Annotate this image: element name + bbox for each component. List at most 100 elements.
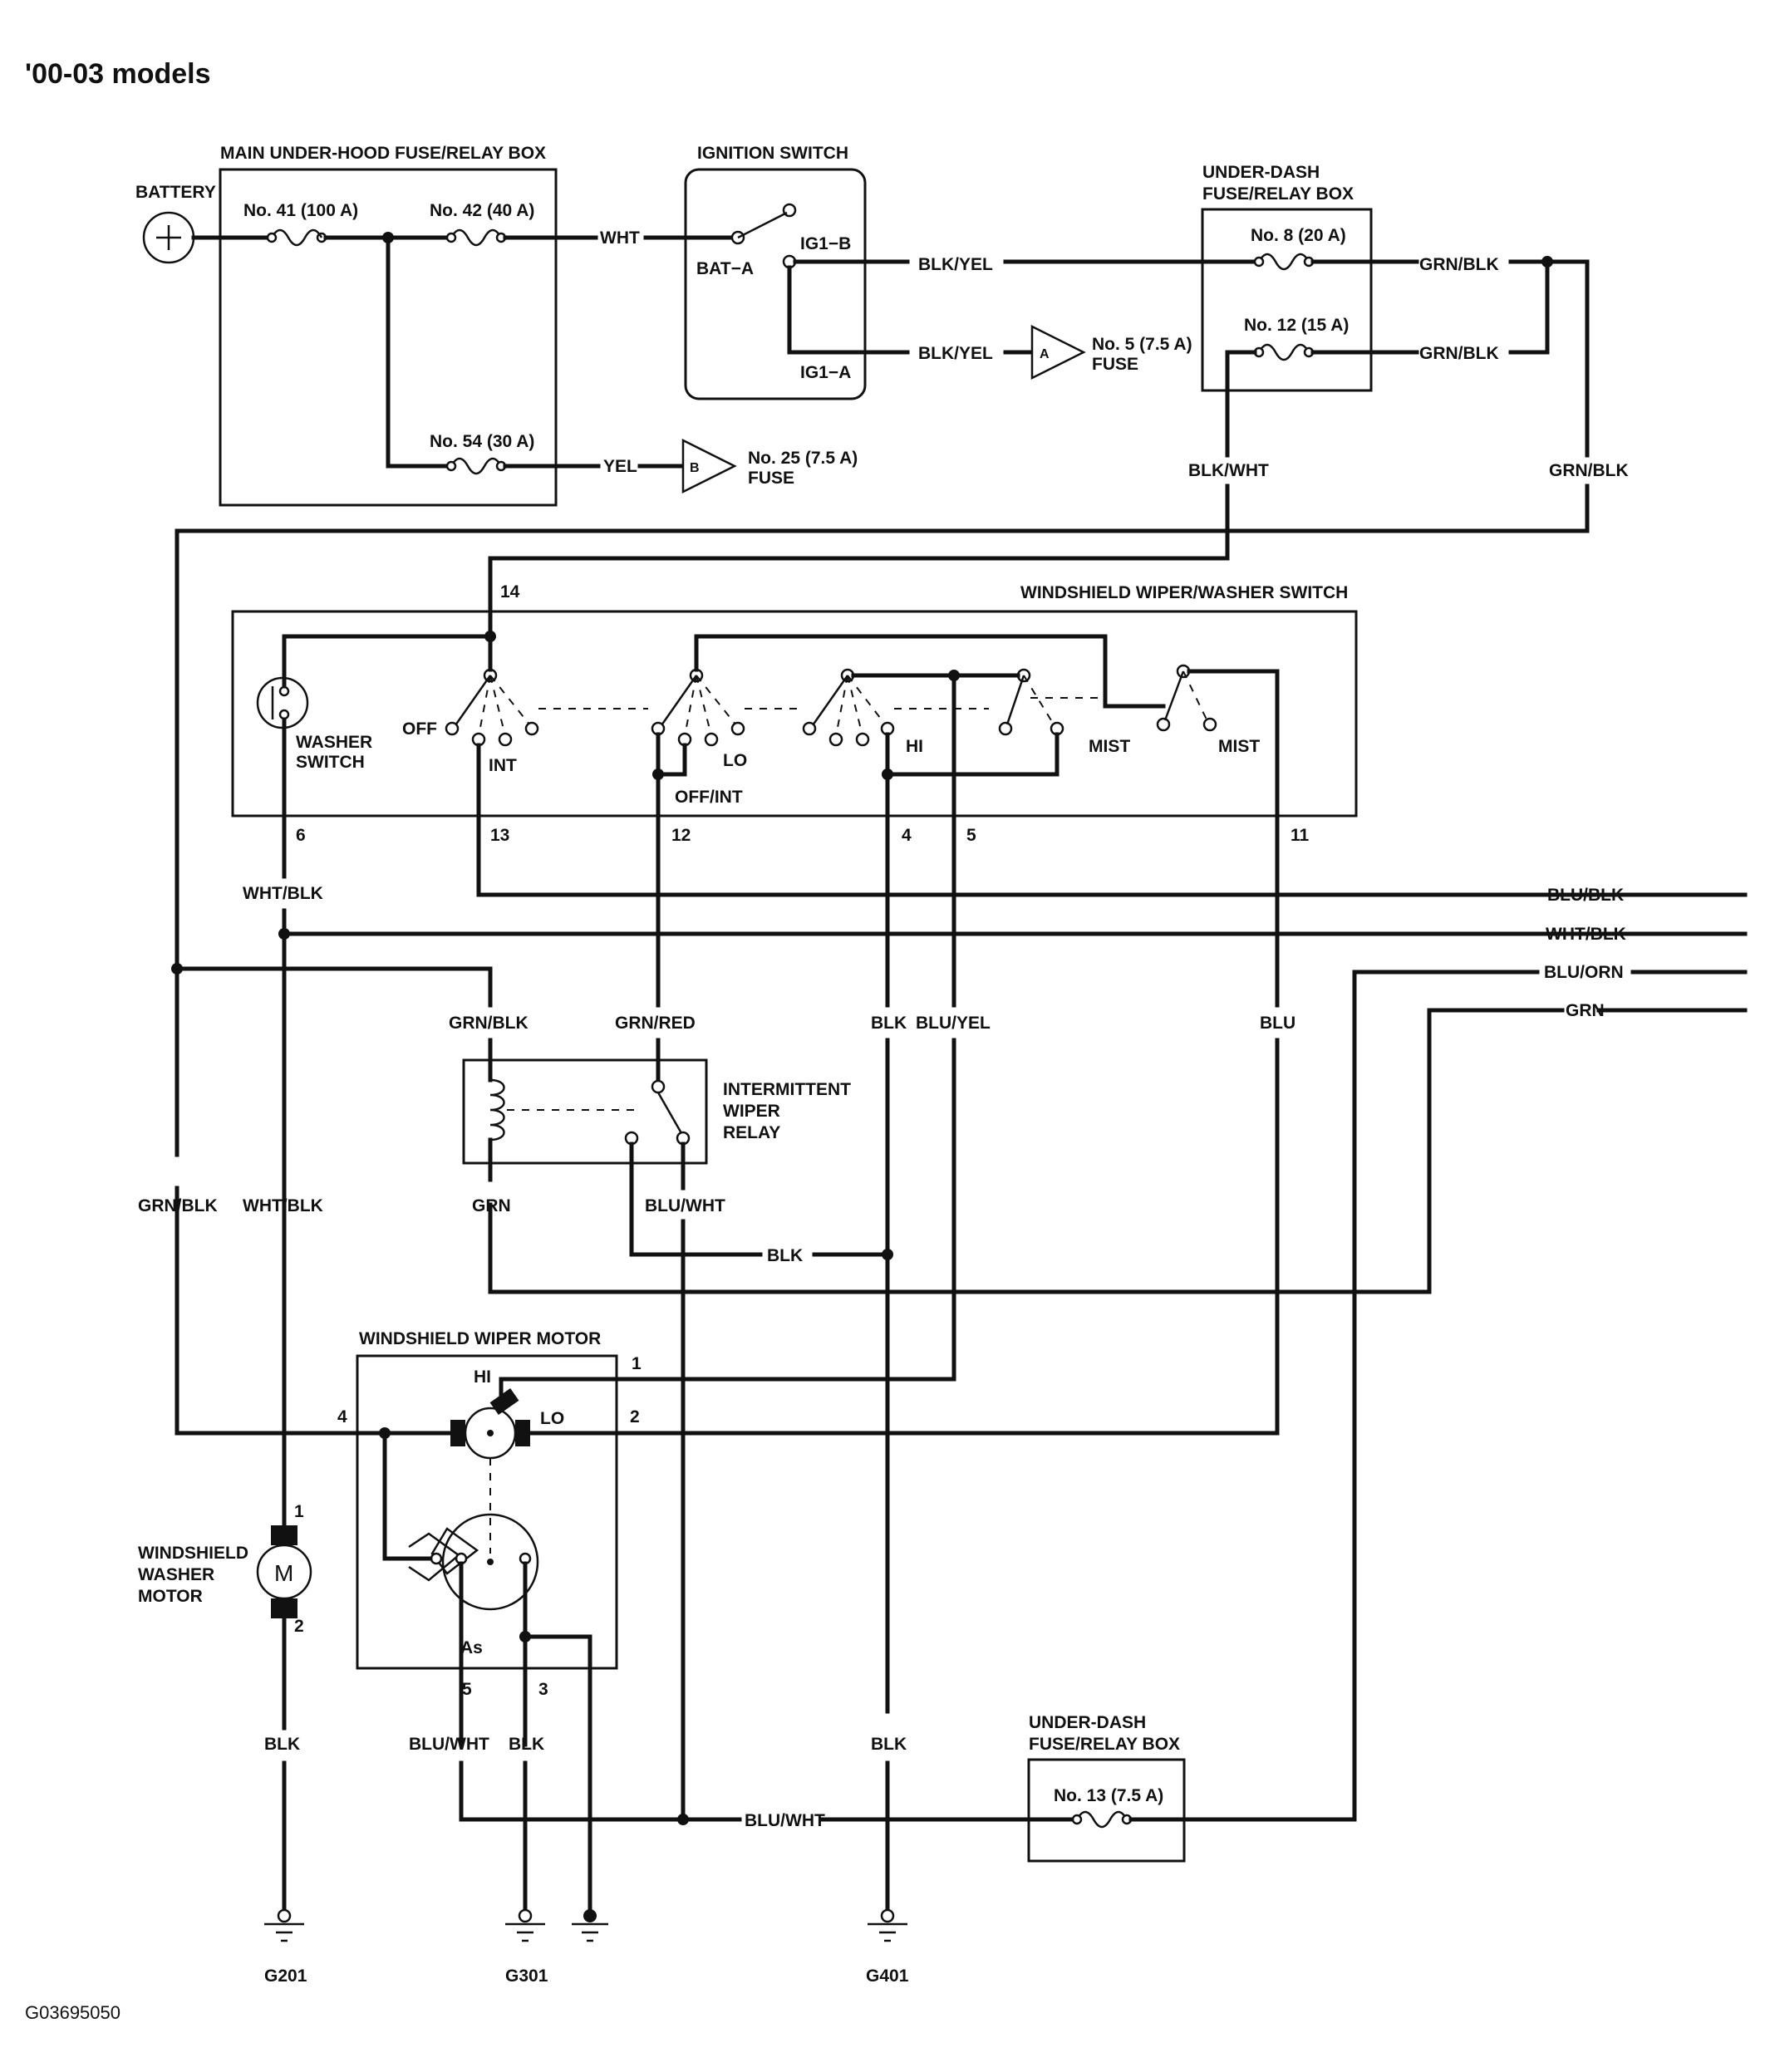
wiper-switch-label: WINDSHIELD WIPER/WASHER SWITCH: [1020, 583, 1348, 602]
figure-id: G03695050: [25, 2002, 120, 2023]
main-under-hood-fuse-relay-box: MAIN UNDER-HOOD FUSE/RELAY BOX No. 41 (1…: [219, 144, 558, 507]
windshield-washer-motor: M WINDSHIELD WASHER MOTOR 1 2: [138, 1502, 312, 1636]
wire-grn-relay-label: GRN: [472, 1196, 511, 1215]
hi-label: HI: [906, 737, 923, 756]
wire-wht-blk-right-label: WHT/BLK: [1546, 925, 1626, 944]
battery: BATTERY: [135, 183, 216, 264]
wire-grn-blk-2-label: GRN/BLK: [1419, 344, 1499, 363]
bat-a-label: BAT−A: [696, 259, 754, 278]
svg-text:WINDSHIELD: WINDSHIELD: [138, 1544, 248, 1563]
motor-lo-label: LO: [540, 1409, 564, 1428]
wire-blu-wht-relay-label: BLU/WHT: [645, 1196, 725, 1215]
wire-grn-right-label: GRN: [1566, 1001, 1605, 1020]
wire-blk-pin4-label: BLK: [871, 1014, 907, 1033]
off-int-label: OFF/INT: [675, 788, 743, 807]
ground-g201: G201: [264, 1908, 307, 1986]
fuse-41-symbol: [270, 228, 307, 247]
g401-label: G401: [866, 1966, 909, 1986]
motor-pin-4: 4: [337, 1407, 347, 1426]
ig1-b-label: IG1−B: [800, 234, 851, 253]
wire-blu-wht-bottom-label: BLU/WHT: [745, 1811, 825, 1830]
connector-b-reference: B No. 25 (7.5 A) FUSE: [681, 438, 858, 494]
motor-as-label: As: [460, 1638, 483, 1657]
fuse-13-label: No. 13 (7.5 A): [1054, 1786, 1163, 1805]
wire-grn-red-label: GRN/RED: [615, 1014, 696, 1033]
motor-pin-1: 1: [632, 1354, 642, 1373]
wire-blu-yel-label: BLU/YEL: [916, 1014, 991, 1033]
fuse-41-label: No. 41 (100 A): [243, 201, 358, 220]
off-label: OFF: [402, 719, 437, 739]
wire-blu-orn-label: BLU/ORN: [1544, 963, 1624, 982]
wire-blk-wht-label: BLK/WHT: [1188, 461, 1269, 480]
connector-a-reference: A No. 5 (7.5 A) FUSE: [1030, 324, 1192, 381]
fuse-42-label: No. 42 (40 A): [430, 201, 534, 220]
mist-label-2: MIST: [1218, 737, 1260, 756]
wire-yel-label: YEL: [603, 457, 637, 476]
wire-wht-label: WHT: [600, 228, 640, 248]
lo-label: LO: [723, 751, 747, 770]
mist-label-1: MIST: [1089, 737, 1130, 756]
ignition-switch-label: IGNITION SWITCH: [697, 144, 848, 163]
svg-text:RELAY: RELAY: [723, 1123, 780, 1142]
fuse-8-label: No. 8 (20 A): [1251, 226, 1346, 245]
wire-blk-relay-label: BLK: [767, 1246, 803, 1265]
motor-pin-2: 2: [630, 1407, 640, 1426]
pin-14: 14: [500, 582, 520, 601]
svg-text:WASHER: WASHER: [296, 733, 372, 752]
wire-blk-yel-2-label: BLK/YEL: [918, 344, 993, 363]
pin-13: 13: [490, 826, 509, 845]
wire-blu-wht-pin5-label: BLU/WHT: [409, 1735, 489, 1754]
svg-text:A: A: [1040, 347, 1050, 361]
wire-grn-blk-1-label: GRN/BLK: [1419, 255, 1499, 274]
pin-12: 12: [671, 826, 691, 845]
svg-text:UNDER-DASH: UNDER-DASH: [1202, 163, 1320, 182]
windshield-wiper-motor: WINDSHIELD WIPER MOTOR HI LO As: [356, 1329, 618, 1670]
svg-text:WIPER: WIPER: [723, 1102, 780, 1121]
wire-grn-blk-3-label: GRN/BLK: [1549, 461, 1629, 480]
wire-blu-label: BLU: [1260, 1014, 1295, 1033]
wire-blk-g301-label: BLK: [509, 1735, 544, 1754]
windshield-wiper-washer-switch: WINDSHIELD WIPER/WASHER SWITCH 14 WASHER…: [231, 582, 1358, 845]
wiper-motor-label: WINDSHIELD WIPER MOTOR: [359, 1329, 601, 1348]
svg-text:FUSE: FUSE: [748, 469, 794, 488]
g201-label: G201: [264, 1966, 307, 1986]
ignition-switch: IGNITION SWITCH BAT−A IG1−B IG1−A: [684, 144, 867, 400]
svg-text:SWITCH: SWITCH: [296, 753, 365, 772]
wire-blu-blk-label: BLU/BLK: [1547, 886, 1624, 905]
motor-pin-5: 5: [462, 1680, 472, 1699]
motor-hi-label: HI: [474, 1367, 491, 1387]
pin-6: 6: [296, 826, 306, 845]
diagram-title: '00-03 models: [25, 58, 211, 90]
svg-text:FUSE: FUSE: [1092, 355, 1138, 374]
svg-text:INTERMITTENT: INTERMITTENT: [723, 1080, 851, 1099]
ref-a-fuse-label: No. 5 (7.5 A): [1092, 335, 1192, 354]
motor-pin-3: 3: [538, 1680, 548, 1699]
wire-wht-blk-left-label: WHT/BLK: [243, 1196, 323, 1215]
g301-label: G301: [505, 1966, 548, 1986]
motor-m-symbol: M: [274, 1560, 293, 1586]
under-dash-fuse-relay-box-bottom: UNDER-DASH FUSE/RELAY BOX No. 13 (7.5 A): [1027, 1713, 1187, 1863]
intermittent-wiper-relay: INTERMITTENT WIPER RELAY: [462, 1058, 851, 1165]
wire-blk-g201-label: BLK: [264, 1735, 300, 1754]
washer-motor-pin-2: 2: [294, 1617, 304, 1636]
ground-g301: G301: [505, 1908, 608, 1986]
pin-4: 4: [902, 826, 912, 845]
pin-5: 5: [966, 826, 976, 845]
svg-text:WASHER: WASHER: [138, 1565, 214, 1584]
fuse-54-label: No. 54 (30 A): [430, 432, 534, 451]
pin-11: 11: [1291, 826, 1310, 845]
wire-grn-blk-relay-label: GRN/BLK: [449, 1014, 529, 1033]
svg-text:UNDER-DASH: UNDER-DASH: [1029, 1713, 1146, 1732]
washer-switch: WASHER SWITCH: [256, 676, 372, 772]
wire-blk-yel-1-label: BLK/YEL: [918, 255, 993, 274]
svg-text:MOTOR: MOTOR: [138, 1587, 203, 1606]
wire-wht-blk-switch-label: WHT/BLK: [243, 884, 323, 903]
ig1-a-label: IG1−A: [800, 363, 851, 382]
washer-motor-pin-1: 1: [294, 1502, 304, 1521]
svg-text:B: B: [690, 461, 700, 475]
ref-b-fuse-label: No. 25 (7.5 A): [748, 449, 858, 468]
svg-text:FUSE/RELAY BOX: FUSE/RELAY BOX: [1202, 184, 1354, 204]
int-label: INT: [489, 756, 517, 775]
battery-label: BATTERY: [135, 183, 216, 202]
